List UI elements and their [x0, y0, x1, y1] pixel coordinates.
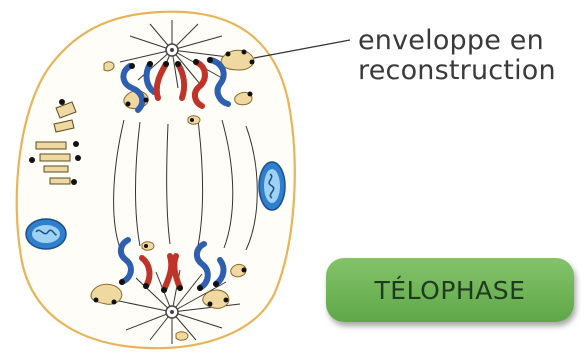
- callout-line: [254, 40, 350, 58]
- mitochondrion-icon: [259, 162, 285, 210]
- centrosome-icon: [166, 306, 178, 318]
- phase-badge: TÉLOPHASE: [326, 258, 574, 322]
- mitochondrion-icon: [26, 219, 66, 249]
- callout-label: enveloppe en reconstruction: [358, 26, 584, 86]
- callout-line2-text: reconstruction: [358, 56, 584, 86]
- phase-label: TÉLOPHASE: [375, 276, 526, 305]
- centrosome-icon: [166, 44, 178, 56]
- callout-line1-text: enveloppe en: [358, 26, 584, 56]
